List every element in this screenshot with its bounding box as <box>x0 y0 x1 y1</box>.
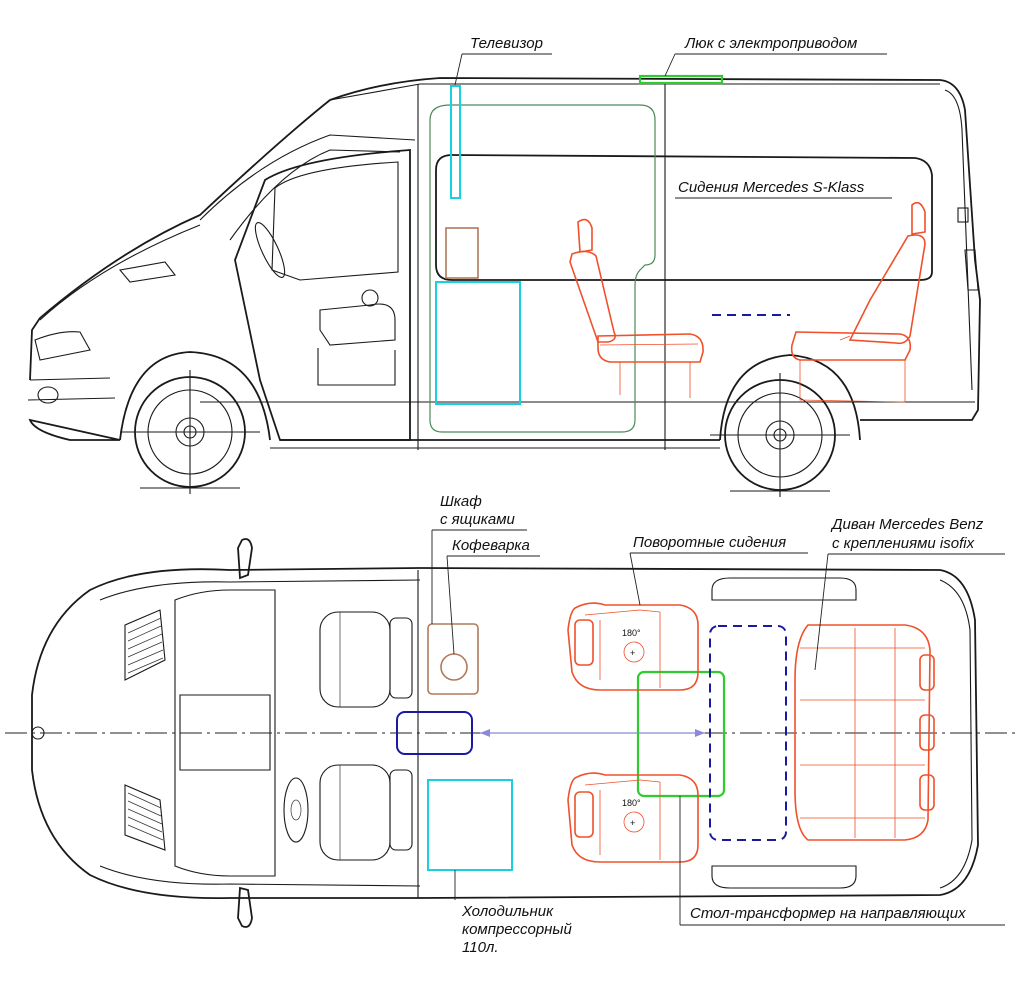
door-opening-top <box>711 577 857 601</box>
side-window <box>435 154 933 281</box>
coffee-maker <box>440 653 468 681</box>
cabinet-top <box>427 623 479 695</box>
top-inner-line <box>99 579 421 887</box>
headlight <box>34 331 91 361</box>
swivel-seat-side <box>569 218 704 398</box>
leader-tv <box>454 53 552 86</box>
table-transformer <box>636 670 726 798</box>
leader-coffee-maker <box>446 555 540 655</box>
cab-door <box>234 149 411 441</box>
table-rail-top <box>709 625 787 841</box>
roof-line <box>329 83 940 101</box>
hood-vent <box>118 261 177 283</box>
cab-seat-bottom <box>319 764 413 861</box>
cab-door-window <box>271 161 399 281</box>
hood <box>39 224 201 321</box>
windshield-inner <box>229 149 401 241</box>
leader-table <box>679 796 1005 926</box>
label-seats-s-class: Сидения Mercedes S-Klass <box>678 179 865 196</box>
sunroof <box>638 74 724 85</box>
front-wheel-arch <box>119 351 271 441</box>
taillight <box>964 249 979 291</box>
side-view: Телевизор Люк с электроприводом Сидения … <box>27 35 981 497</box>
interior-zone-outline <box>429 104 656 433</box>
front-bumper <box>27 377 116 404</box>
rotation-label-top: 180° <box>622 628 641 638</box>
leader-cabinet <box>431 529 527 624</box>
top-view: 180° + 180° + Шкаф с ящиками Кофеварка П… <box>5 493 1019 956</box>
mirror-top <box>237 538 253 580</box>
table-base <box>396 711 473 755</box>
hood-vent-bottom <box>124 784 166 851</box>
windshield <box>199 134 416 221</box>
leader-swivel-seats <box>629 552 808 606</box>
sofa-top <box>794 624 935 841</box>
label-cabinet-1: Шкаф <box>440 493 482 510</box>
rear-handle <box>957 207 969 223</box>
cab-seat-top <box>319 611 413 708</box>
swivel-seat-lower <box>567 772 699 863</box>
sofa-side <box>790 201 926 403</box>
cabinet-side <box>445 227 479 279</box>
front-emblem <box>31 726 45 740</box>
front-wheel <box>120 370 260 494</box>
label-cabinet-2: с ящиками <box>440 511 515 528</box>
side-body-outline <box>28 77 981 441</box>
rotation-label-bottom: 180° <box>622 798 641 808</box>
leader-sofa <box>814 553 1005 671</box>
seat-headrest <box>361 289 379 307</box>
label-fridge-3: 110л. <box>462 939 499 956</box>
swivel-seat-upper <box>567 602 699 691</box>
leader-sunroof <box>664 53 887 77</box>
rear-wheel-arch <box>719 354 861 441</box>
label-swivel-seats: Поворотные сидения <box>633 534 786 551</box>
tv-panel <box>450 85 461 199</box>
sill <box>270 439 720 449</box>
rear-wheel <box>710 373 850 497</box>
label-sunroof: Люк с электроприводом <box>684 35 857 52</box>
hood-vent-top <box>124 609 166 681</box>
driver-seat <box>317 303 396 386</box>
label-fridge-2: компрессорный <box>462 921 572 938</box>
door-opening-bottom <box>711 865 857 889</box>
rotation-center-top: + <box>630 648 635 658</box>
label-coffee-maker: Кофеварка <box>452 537 530 554</box>
windshield-top <box>174 589 276 877</box>
label-sofa-2: с креплениями isofix <box>832 535 975 552</box>
steering-wheel-top <box>283 777 309 843</box>
steering-wheel <box>254 222 286 278</box>
fridge-top <box>427 779 513 871</box>
rear-edge <box>944 89 973 391</box>
mirror-bottom <box>237 886 253 928</box>
label-fridge-1: Холодильник <box>461 903 554 920</box>
rear-doors-top <box>939 579 973 889</box>
label-tv: Телевизор <box>470 35 543 52</box>
dashboard-center <box>179 694 271 771</box>
fridge-side <box>435 281 521 405</box>
label-sofa-1: Диван Mercedes Benz <box>830 516 984 533</box>
label-table: Стол-трансформер на направляющих <box>690 905 966 922</box>
top-body-outline <box>31 567 979 900</box>
rotation-center-bottom: + <box>630 818 635 828</box>
